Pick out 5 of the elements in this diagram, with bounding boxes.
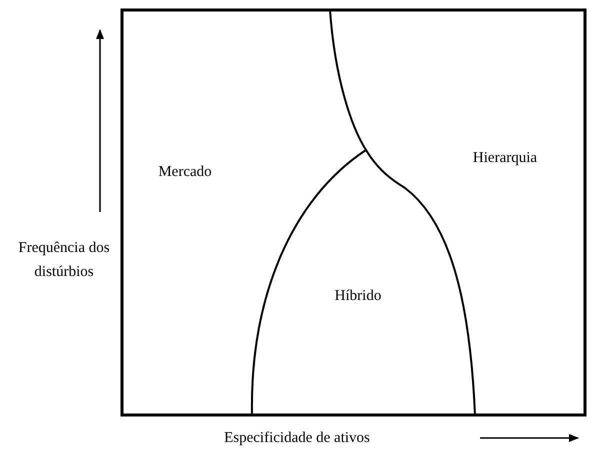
region-label: Híbrido — [334, 287, 382, 306]
axis-label: Frequência dos distúrbios — [17, 239, 111, 282]
region-label: Hierarquia — [472, 149, 538, 168]
region-label: Mercado — [157, 163, 213, 182]
axis-label: Especificidade de ativos — [223, 429, 371, 448]
